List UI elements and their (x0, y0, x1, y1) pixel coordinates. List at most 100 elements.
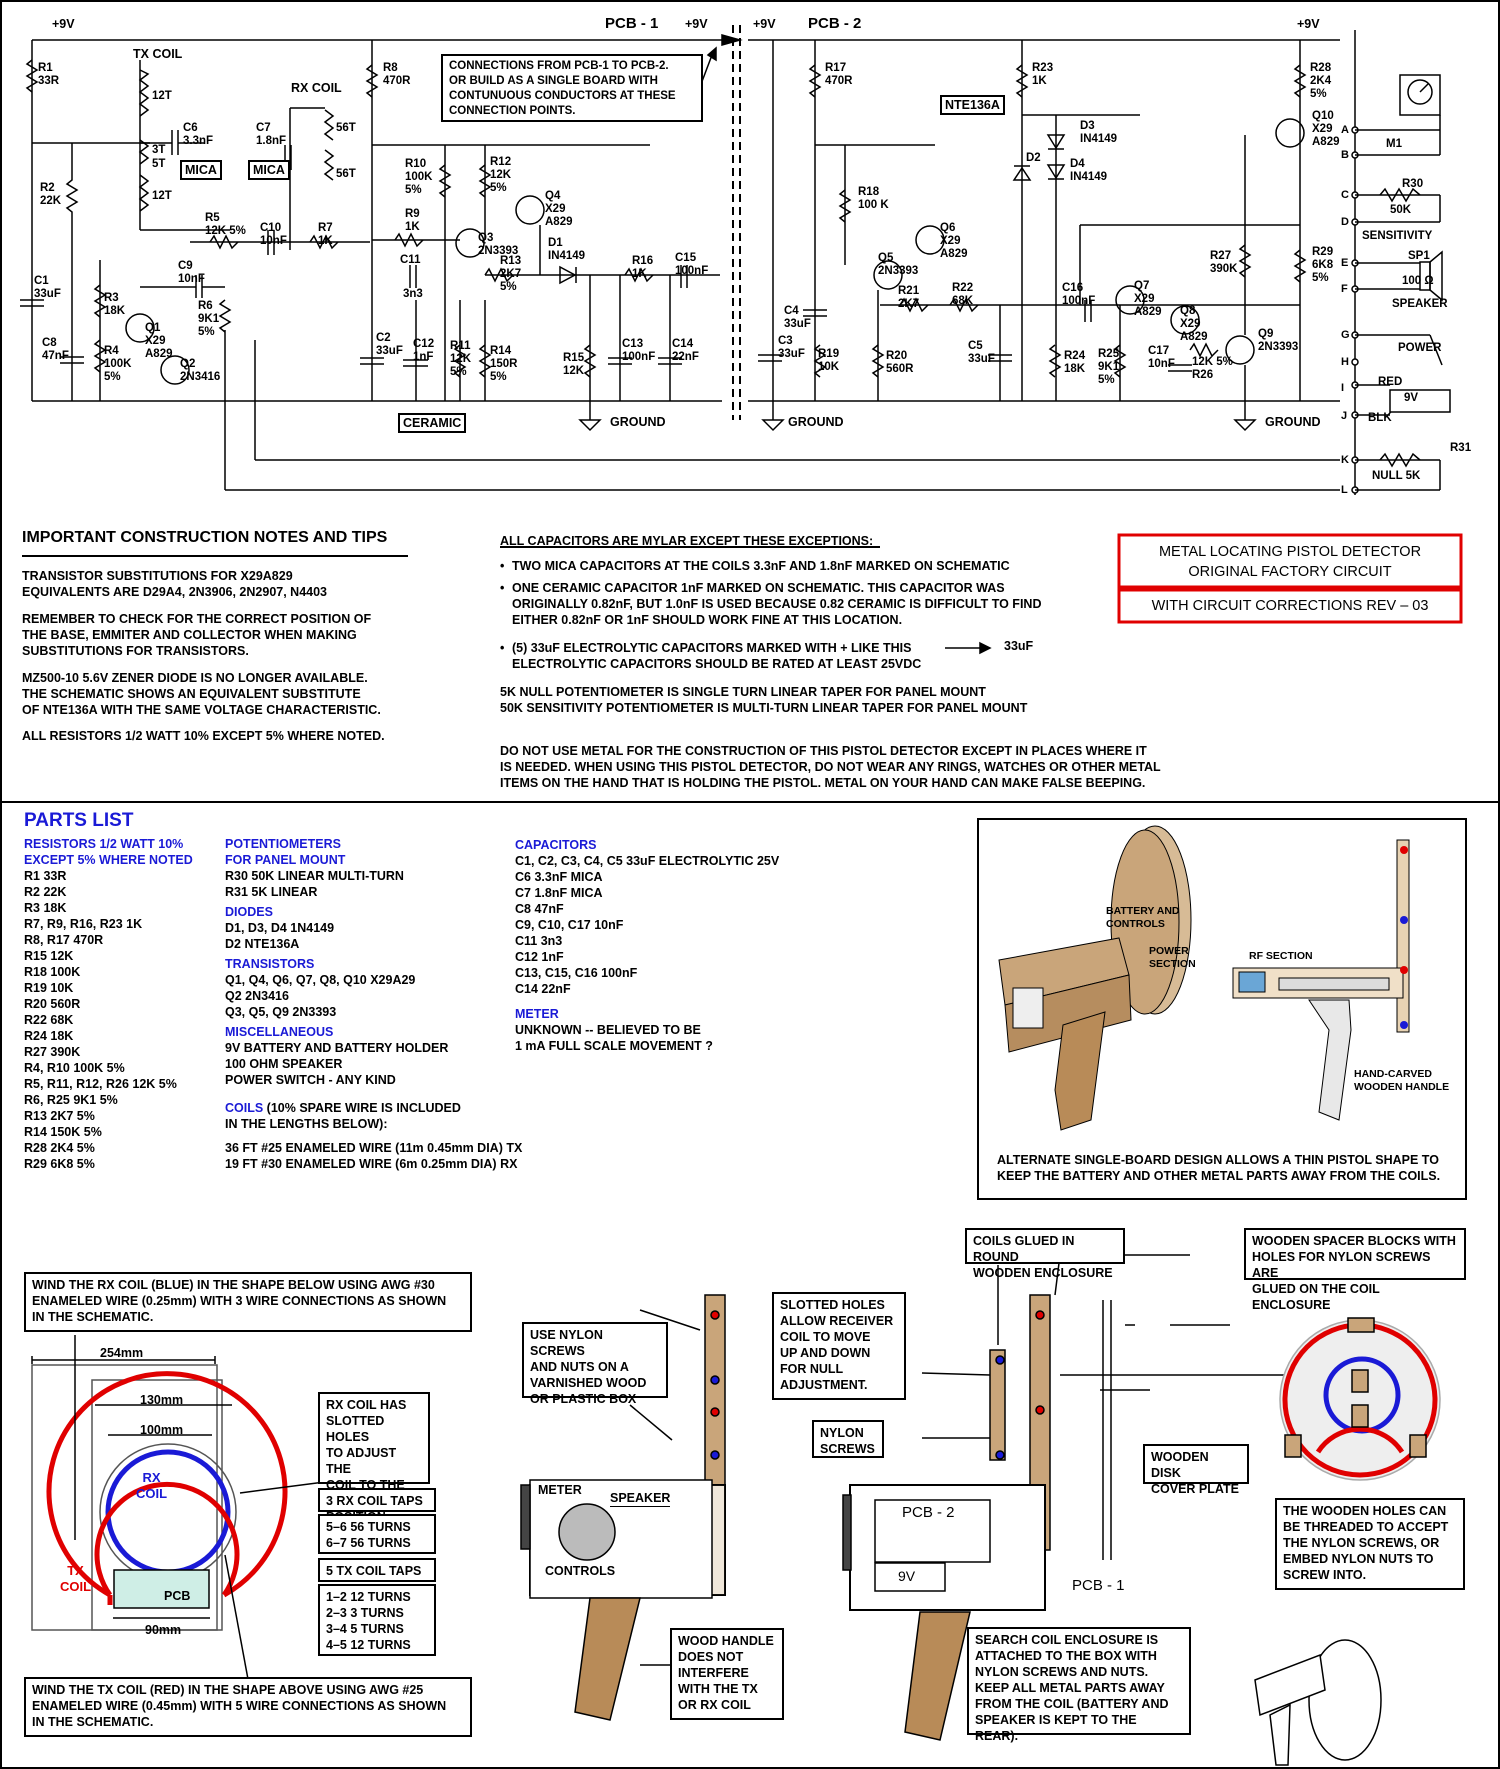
terminal-h: H (1341, 356, 1349, 368)
component-label-c16: C16 100nF (1062, 282, 1096, 307)
component-label-q6: Q6 X29 A829 (940, 222, 968, 260)
terminal-i: I (1341, 382, 1345, 394)
connection-note: CONNECTIONS FROM PCB-1 TO PCB-2. OR BUIL… (441, 54, 703, 122)
mica-label-c7: MICA (248, 160, 290, 180)
notes-heading: IMPORTANT CONSTRUCTION NOTES AND TIPS (22, 529, 388, 546)
component-label-c4: C4 33uF (784, 305, 811, 330)
component-label-r17: R17 470R (825, 62, 853, 87)
component-label-r30v: 50K (1390, 204, 1412, 216)
meter-label: METER (538, 1483, 582, 1497)
component-label-q9: Q9 2N3393 (1258, 328, 1299, 353)
metal-warning: DO NOT USE METAL FOR THE CONSTRUCTION OF… (500, 744, 1161, 790)
coils-heading: COILS (225, 1101, 264, 1115)
tx-taps-heading: 5 TX COIL TAPS (318, 1558, 436, 1582)
component-label-sp1: SP1 (1408, 250, 1430, 262)
component-label-r25: R25 9K1 5% (1098, 348, 1120, 386)
component-label-t12b: 12T (152, 190, 172, 202)
electrolytic-example: 33uF (1004, 639, 1034, 653)
component-label-c5: C5 33uF (968, 340, 995, 365)
capacitors-list: C1, C2, C3, C4, C5 33uF ELECTROLYTIC 25V… (515, 854, 780, 996)
capacitors-heading: CAPACITORS (515, 838, 597, 852)
component-label-d2: D2 (1026, 152, 1041, 164)
component-label-c15: C15 100nF (675, 252, 709, 277)
terminal-j: J (1341, 410, 1348, 422)
component-label-r11: R11 12K 5% (450, 340, 472, 378)
misc-list: 9V BATTERY AND BATTERY HOLDER 100 OHM SP… (225, 1041, 449, 1087)
component-label-t5: 5T (152, 158, 166, 170)
component-label-c14: C14 22nF (672, 338, 699, 363)
slotted-holes-adjust-note: SLOTTED HOLES ALLOW RECEIVER COIL TO MOV… (772, 1292, 906, 1400)
terminal-a: A (1341, 124, 1349, 136)
supply-label-pcb2: +9V (753, 17, 776, 31)
rx-wind-note: WIND THE RX COIL (BLUE) IN THE SHAPE BEL… (24, 1272, 472, 1332)
component-label-q5: Q5 2N3393 (878, 252, 919, 277)
component-label-null5k: NULL 5K (1372, 470, 1421, 482)
component-label-t12a: 12T (152, 90, 172, 102)
pistol-drawing (998, 825, 1410, 1131)
supply-label-right: +9V (1297, 17, 1320, 31)
component-label-c11: C11 (400, 254, 421, 266)
note-transistor-subs: TRANSISTOR SUBSTITUTIONS FOR X29A829 EQU… (22, 569, 327, 599)
diodes-heading: DIODES (225, 905, 273, 919)
component-label-bat: 9V (1404, 392, 1419, 404)
potentiometers-heading: POTENTIOMETERS FOR PANEL MOUNT (225, 837, 346, 867)
terminal-d: D (1341, 216, 1349, 228)
component-label-blk: BLK (1368, 412, 1392, 424)
bullet-dot-1: • (500, 559, 505, 573)
ground-label-pcb1: GROUND (610, 415, 666, 429)
dimension-100mm: 100mm (140, 1423, 184, 1437)
terminal-c: C (1341, 189, 1349, 201)
terminal-f: F (1341, 283, 1348, 295)
terminal-b: B (1341, 149, 1349, 161)
component-label-r20: R20 560R (886, 350, 914, 375)
tx-coil-label: TX COIL (60, 1563, 92, 1594)
component-label-r30: R30 (1402, 178, 1424, 190)
speaker-label: SPEAKER (610, 1491, 671, 1507)
component-label-r24: R24 18K (1064, 350, 1086, 375)
ground-label-right: GROUND (1265, 415, 1321, 429)
note-zener: MZ500-10 5.6V ZENER DIODE IS NO LONGER A… (22, 671, 381, 717)
capacitor-heading: ALL CAPACITORS ARE MYLAR EXCEPT THESE EX… (500, 534, 874, 548)
pcb1-label-assembly: PCB - 1 (1072, 1577, 1125, 1594)
component-label-c12: C12 1nF (413, 338, 435, 363)
capacitor-heading-rule (500, 546, 880, 548)
ground-label-pcb2: GROUND (788, 415, 844, 429)
title-line: METAL LOCATING PISTOL DETECTOR ORIGINAL … (1158, 544, 1422, 580)
component-label-r26: 12K 5% R26 (1192, 356, 1233, 381)
component-label-r4: R4 100K 5% (104, 345, 132, 383)
power-section-label: POWER SECTION (1149, 945, 1196, 970)
terminal-g: G (1341, 329, 1350, 341)
component-label-q2: Q2 2N3416 (180, 358, 221, 383)
component-label-q3: Q3 2N3393 (478, 232, 519, 257)
revision-title: WITH CIRCUIT CORRECTIONS REV – 03 (1151, 598, 1429, 614)
handle-label: HAND-CARVED WOODEN HANDLE (1354, 1068, 1450, 1093)
diodes-list: D1, D3, D4 1N4149 D2 NTE136A (225, 921, 335, 951)
component-label-c6: C6 3.3nF (183, 122, 214, 147)
misc-heading: MISCELLANEOUS (225, 1025, 334, 1039)
terminal-k: K (1341, 454, 1349, 466)
meter-list: UNKNOWN -- BELIEVED TO BE 1 mA FULL SCAL… (515, 1023, 713, 1053)
component-label-c17: C17 10nF (1148, 345, 1175, 370)
component-label-r18: R18 100 K (858, 186, 889, 211)
component-label-q10: Q10 X29 A829 (1312, 110, 1340, 148)
component-label-c2: C2 33uF (376, 332, 403, 357)
tx-taps-list: 1–2 12 TURNS 2–3 3 TURNS 3–4 5 TURNS 4–5… (318, 1584, 436, 1656)
component-label-q7: Q7 X29 A829 (1134, 280, 1162, 318)
component-label-r12: R12 12K 5% (490, 156, 512, 194)
component-label-c13: C13 100nF (622, 338, 656, 363)
coils-glued-note: COILS GLUED IN ROUND WOODEN ENCLOSURE (965, 1228, 1125, 1280)
component-label-r2: R2 22K (40, 182, 62, 207)
supply-label-left: +9V (52, 17, 75, 31)
component-label-r8: R8 470R (383, 62, 411, 87)
note-transistor-position: REMEMBER TO CHECK FOR THE CORRECT POSITI… (22, 612, 372, 658)
coils-heading-row: COILS (10% SPARE WIRE IS INCLUDED IN THE… (225, 1100, 461, 1132)
component-label-r16: R16 1K (632, 255, 654, 280)
capacitor-note-ceramic: ONE CERAMIC CAPACITOR 1nF MARKED ON SCHE… (512, 581, 1042, 627)
pcb1-label: PCB - 1 (605, 15, 659, 32)
parts-list-heading: PARTS LIST (24, 810, 134, 831)
component-label-c1: C1 33uF (34, 275, 61, 300)
pistol-illustration-panel: BATTERY AND CONTROLS POWER SECTION RF SE… (977, 818, 1467, 1200)
bullet-dot-2: • (500, 581, 505, 595)
component-label-t56b: 56T (336, 168, 356, 180)
